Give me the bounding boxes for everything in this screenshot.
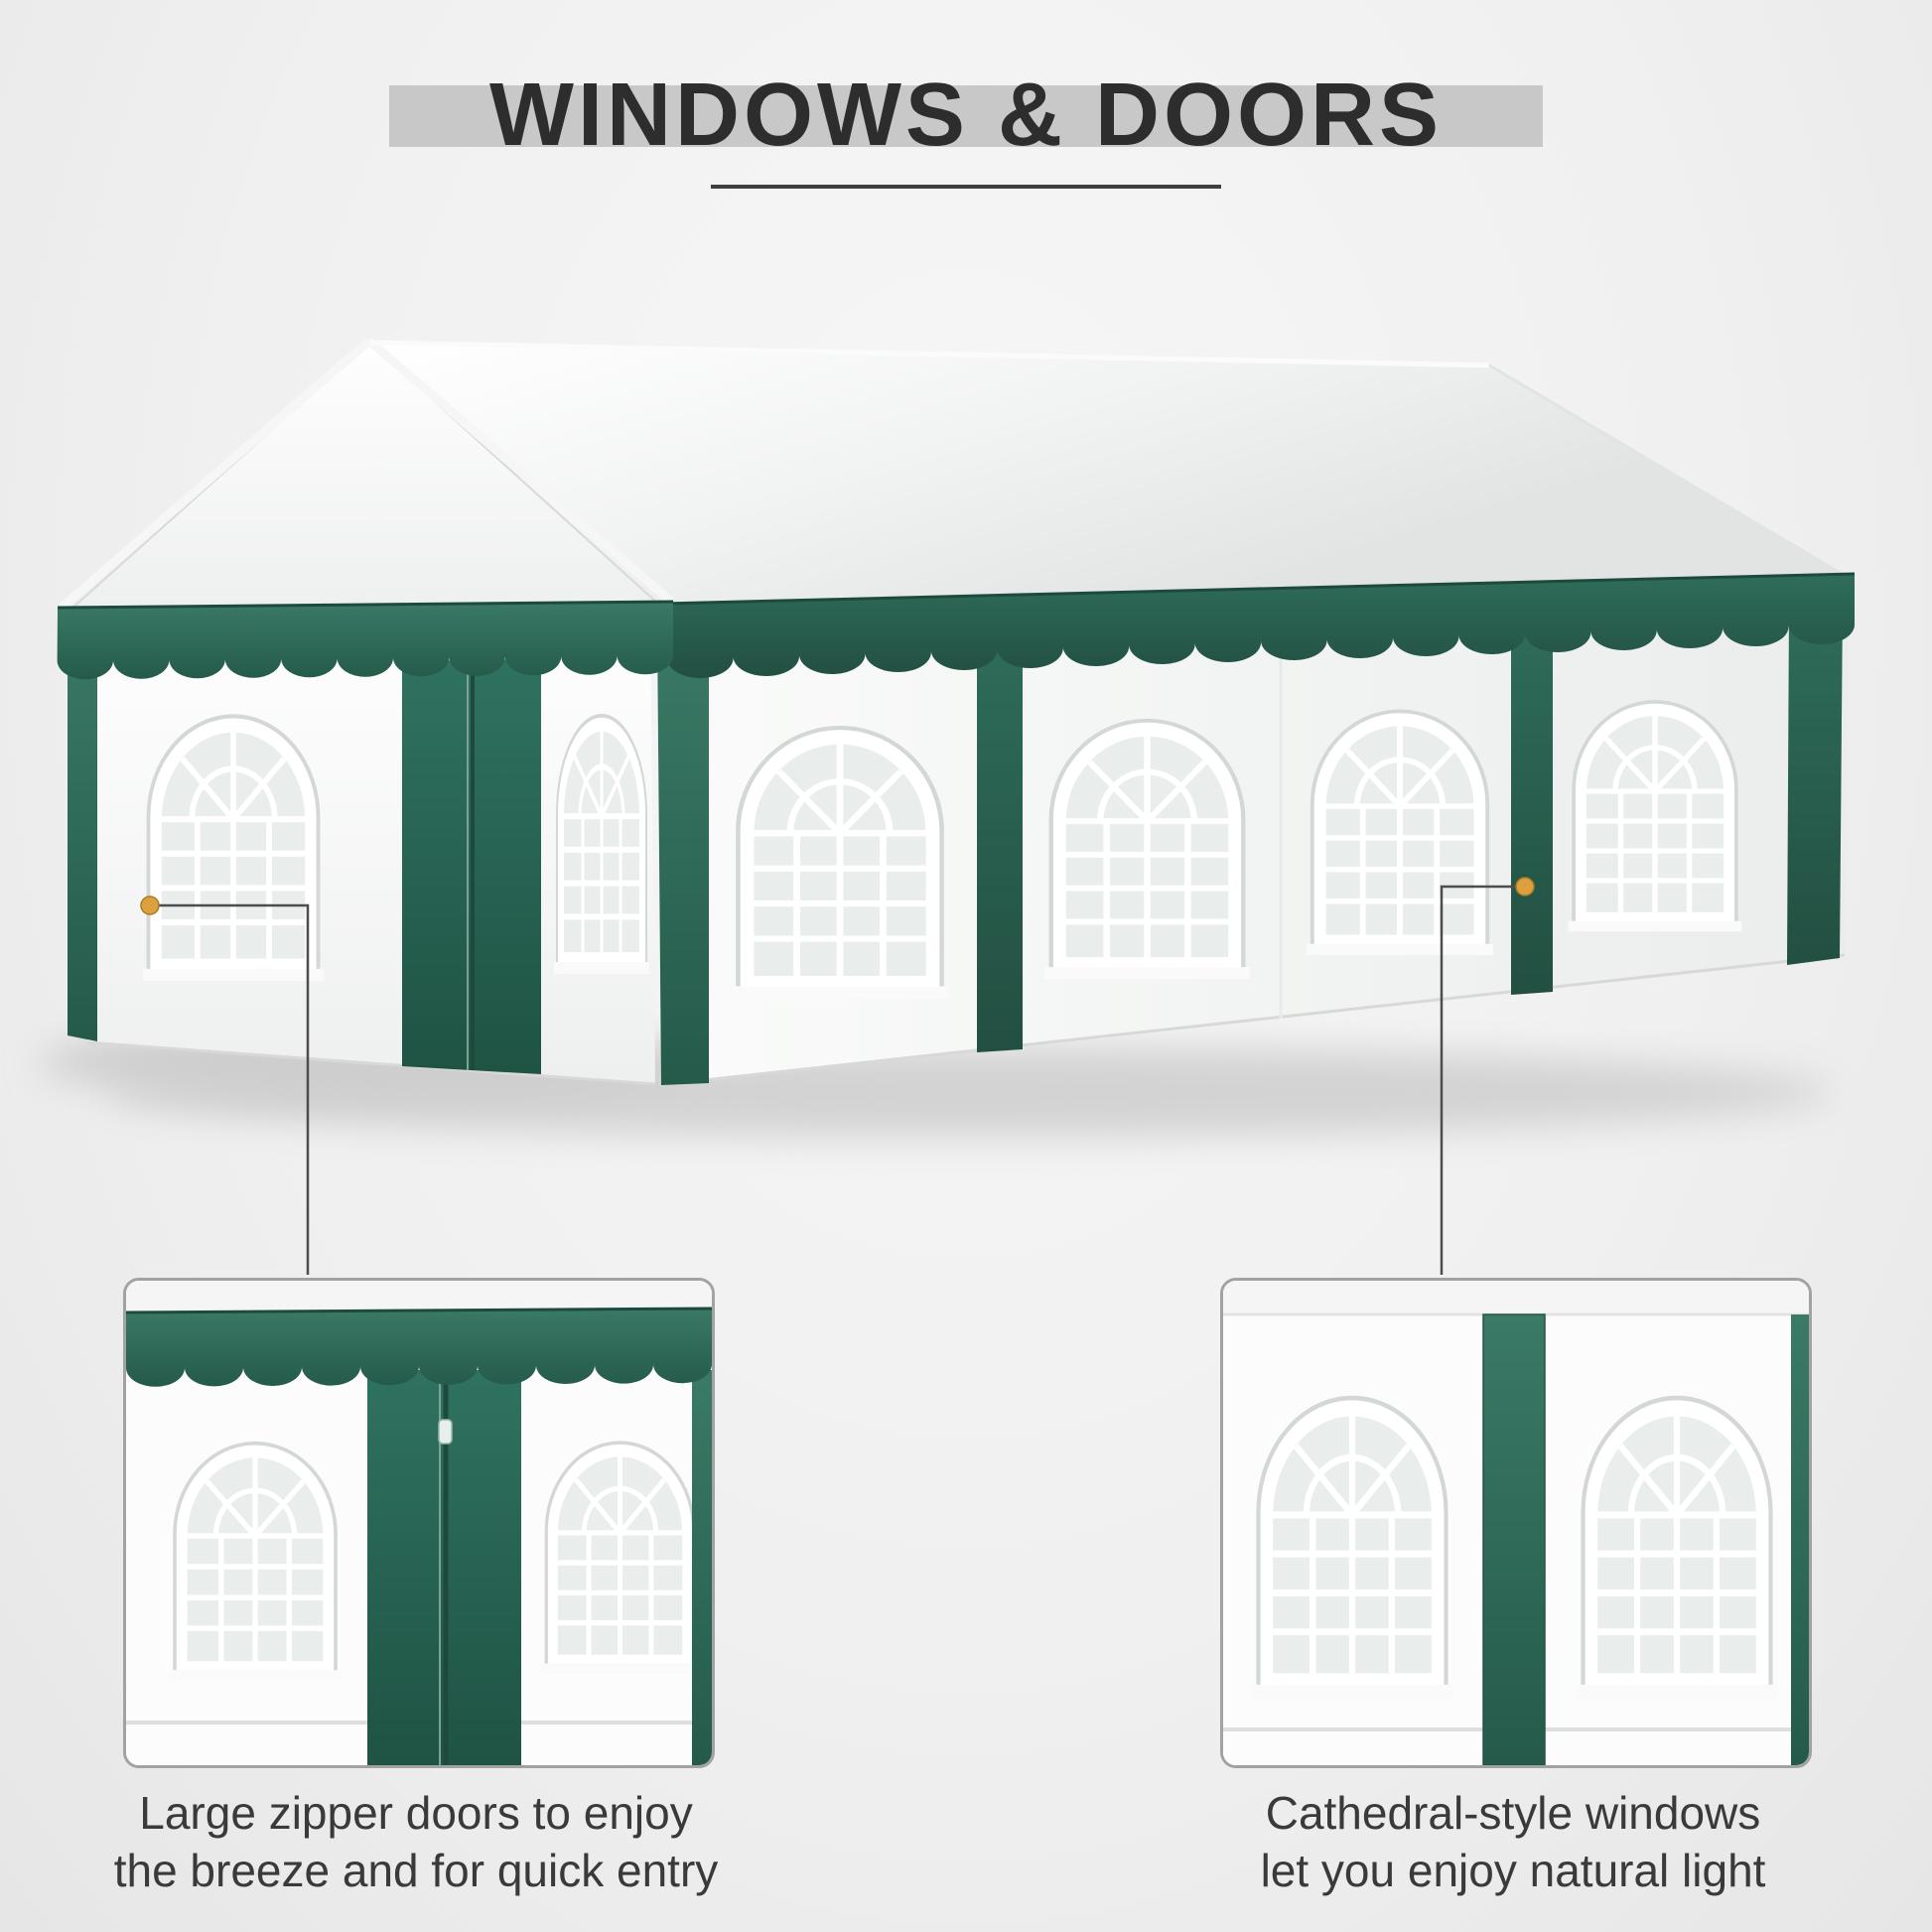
door-card-window-left <box>170 1444 342 1681</box>
callouts <box>140 877 1535 1275</box>
gable-window-left <box>143 716 324 981</box>
door-detail-illustration <box>126 1281 712 1765</box>
door-card-zipper-door <box>367 1370 521 1765</box>
window-card-center-post <box>1482 1313 1546 1765</box>
window-card-window-right <box>1577 1398 1777 1699</box>
callout-dot <box>1515 877 1535 897</box>
side-window-3 <box>1307 711 1493 955</box>
right-callout-line <box>1440 885 1525 1275</box>
door-caption-line2: the breeze and for quick entry <box>113 1844 719 1896</box>
window-card-right-post <box>1791 1314 1809 1765</box>
zipper-pull <box>438 1419 453 1445</box>
gable-left-trim <box>68 612 97 1041</box>
side-window-1 <box>732 728 949 999</box>
left-callout-line <box>150 903 310 1275</box>
door-card-window-right <box>541 1443 698 1674</box>
window-caption: Cathedral-style windows let you enjoy na… <box>1171 1785 1856 1900</box>
side-posts <box>977 602 1843 1052</box>
door-caption: Large zipper doors to enjoy the breeze a… <box>73 1785 759 1900</box>
door-card-right-post <box>692 1370 712 1765</box>
zipper-door <box>402 659 541 1074</box>
gable-valance <box>57 600 674 680</box>
gable-window-right <box>554 716 649 974</box>
page-title: WINDOWS & DOORS <box>489 66 1443 165</box>
callout-dot <box>140 896 160 915</box>
door-caption-line1: Large zipper doors to enjoy <box>139 1787 693 1839</box>
side-valance <box>662 572 1856 679</box>
title-highlight-bar <box>389 85 1543 147</box>
tent-roof <box>59 337 1853 613</box>
front-corner-post <box>657 627 709 1085</box>
window-detail-illustration <box>1223 1281 1809 1765</box>
window-caption-line2: let you enjoy natural light <box>1260 1844 1766 1896</box>
side-window-2 <box>1044 721 1249 979</box>
window-card-window-left <box>1252 1398 1452 1699</box>
side-window-4 <box>1569 702 1742 931</box>
window-caption-line1: Cathedral-style windows <box>1265 1787 1761 1839</box>
title-underline <box>711 185 1221 189</box>
door-card-valance <box>126 1307 712 1387</box>
door-detail-card <box>123 1278 715 1768</box>
window-detail-card <box>1220 1278 1812 1768</box>
